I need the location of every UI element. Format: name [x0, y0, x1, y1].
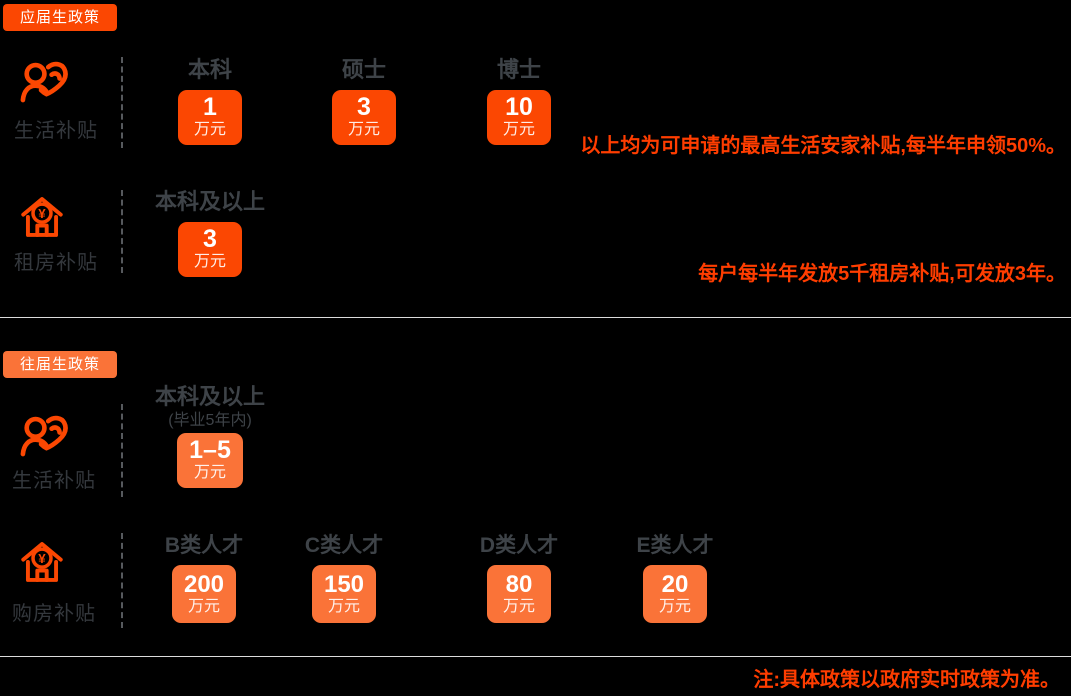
value-box: 200 万元 [172, 565, 236, 624]
column-subheader: (毕业5年内) [168, 411, 252, 429]
column-header: B类人才 [164, 534, 244, 557]
column-header: E类人才 [636, 534, 714, 557]
rent-subsidy-note: 每户每半年发放5千租房补贴,可发放3年。 [698, 263, 1066, 285]
value-unit: 万元 [193, 464, 226, 482]
column-phd: 博士 10 万元 [474, 56, 564, 145]
yuan-symbol: ¥ [38, 551, 46, 566]
value-unit: 万元 [187, 597, 220, 615]
column-bachelor: 本科 1 万元 [165, 56, 255, 145]
value-unit: 万元 [502, 597, 535, 615]
column-talent-c: C类人才 150 万元 [299, 533, 389, 624]
living-subsidy-note: 以上均为可申请的最高生活安家补贴,每半年申领50%。 [580, 135, 1066, 157]
column-bachelor-and-above: 本科及以上 3 万元 [155, 188, 265, 277]
column-header: 本科及以上 [155, 189, 266, 214]
house-yuan-icon: ¥ [21, 197, 63, 237]
column-master: 硕士 3 万元 [319, 56, 409, 145]
column-bachelor-within-5-years: 本科及以上 (毕业5年内) 1–5 万元 [151, 383, 269, 488]
value-amount: 200 [183, 570, 225, 598]
column-talent-d: D类人才 80 万元 [474, 533, 564, 624]
people-care-icon [20, 415, 68, 457]
dashed-divider [121, 190, 123, 273]
column-header: 本科 [187, 57, 232, 82]
footer-disclaimer-note: 注:具体政策以政府实时政策为准。 [753, 669, 1060, 691]
value-amount: 3 [357, 92, 371, 121]
column-header: C类人才 [304, 534, 384, 557]
value-amount: 150 [323, 570, 365, 598]
value-unit: 万元 [347, 121, 380, 139]
yuan-symbol: ¥ [38, 206, 46, 221]
value-amount: 1 [203, 92, 217, 121]
section-divider-line [0, 317, 1071, 318]
value-box: 150 万元 [312, 565, 376, 624]
dashed-divider [121, 533, 123, 628]
value-amount: 10 [505, 92, 533, 121]
column-header: 博士 [496, 57, 541, 82]
value-box: 1 万元 [178, 89, 242, 145]
column-header: 本科及以上 [154, 384, 265, 409]
people-care-icon [20, 61, 68, 103]
badge-previous-graduate-policy: 往届生政策 [3, 351, 118, 378]
column-talent-b: B类人才 200 万元 [159, 533, 249, 624]
dashed-divider [121, 404, 123, 497]
category-label-living-subsidy: 生活补贴 [12, 470, 96, 492]
column-talent-e: E类人才 20 万元 [630, 533, 720, 624]
house-yuan-icon: ¥ [21, 542, 63, 582]
category-label-living-subsidy: 生活补贴 [14, 120, 98, 142]
badge-fresh-graduate-policy: 应届生政策 [3, 4, 118, 31]
value-amount: 20 [661, 570, 689, 598]
column-header: D类人才 [479, 534, 559, 557]
value-box: 20 万元 [643, 565, 707, 624]
value-unit: 万元 [502, 121, 535, 139]
value-box: 3 万元 [178, 221, 242, 277]
footer-divider-line [0, 656, 1071, 657]
category-label-rent-subsidy: 租房补贴 [14, 252, 98, 274]
column-header: 硕士 [341, 57, 386, 82]
value-amount: 1–5 [189, 436, 231, 465]
value-unit: 万元 [327, 597, 360, 615]
value-unit: 万元 [658, 597, 691, 615]
value-amount: 3 [203, 224, 217, 253]
category-label-house-purchase-subsidy: 购房补贴 [12, 603, 96, 625]
value-amount: 80 [505, 570, 533, 598]
dashed-divider [121, 57, 123, 148]
value-box: 1–5 万元 [177, 432, 243, 488]
value-unit: 万元 [193, 253, 226, 271]
value-unit: 万元 [193, 121, 226, 139]
value-box: 80 万元 [487, 565, 551, 624]
value-box: 3 万元 [332, 89, 396, 145]
value-box: 10 万元 [487, 89, 551, 145]
